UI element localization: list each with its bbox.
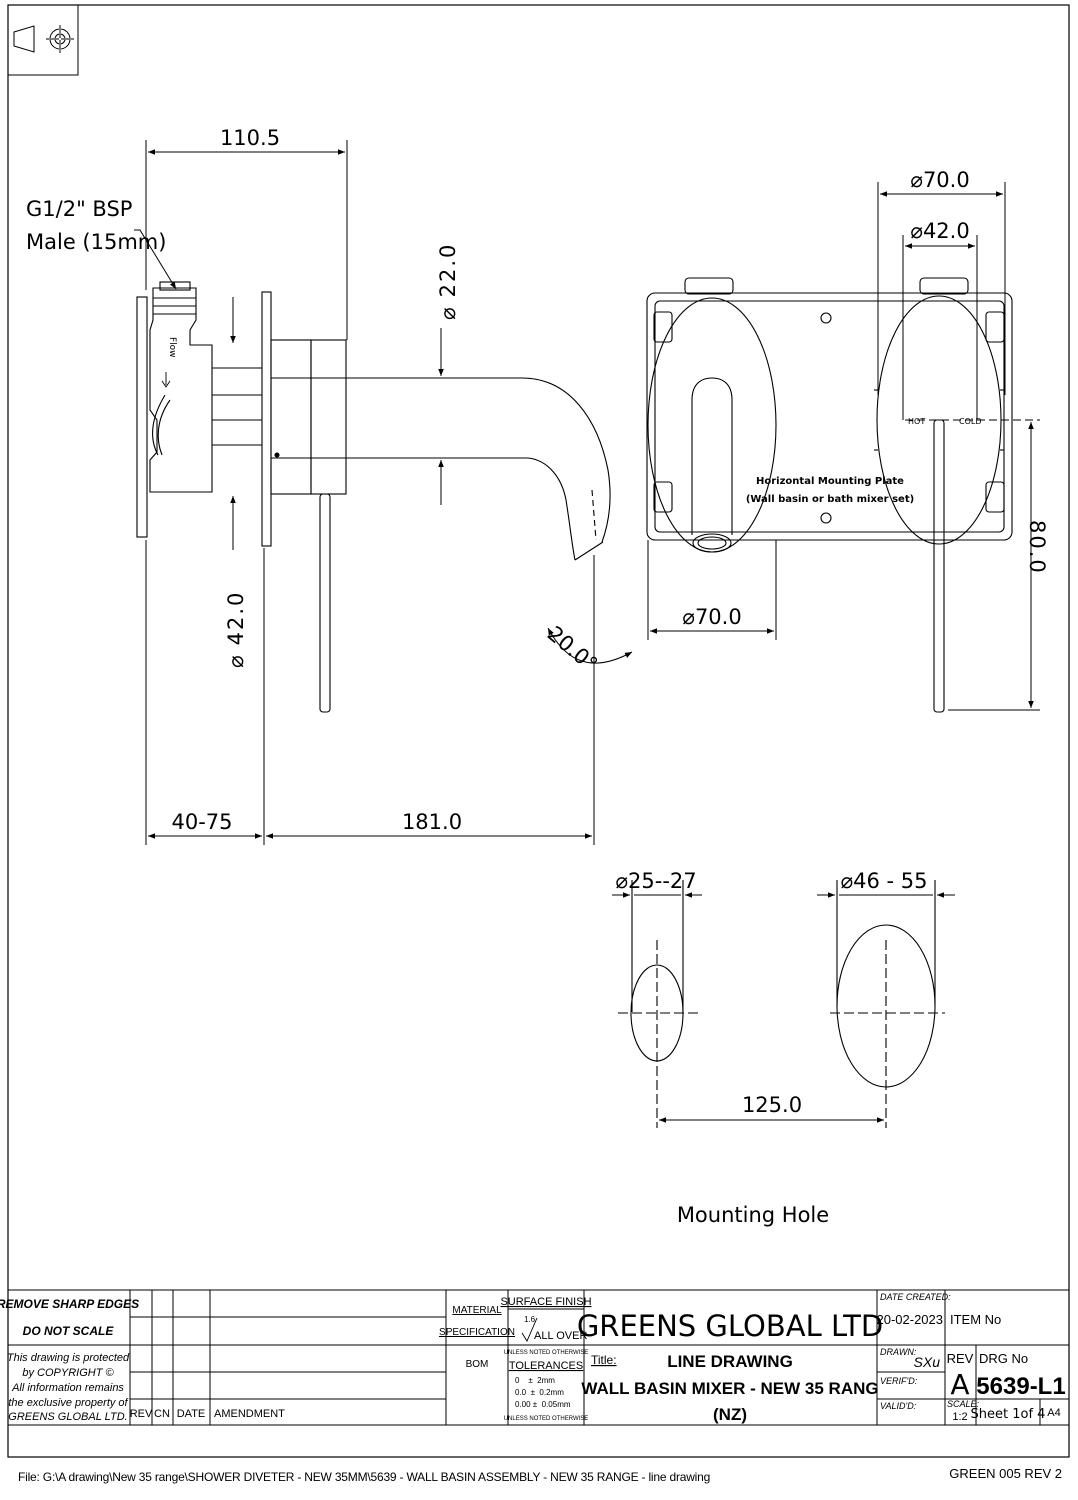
amendment-header: AMENDMENT [214, 1408, 285, 1420]
dim-height-label: 80.0 [1025, 520, 1049, 575]
do-not-scale: DO NOT SCALE [23, 1324, 115, 1338]
material-label: MATERIAL [452, 1305, 502, 1316]
scale-value: 1:2 [952, 1411, 967, 1423]
sheet-value: Sheet 1of 4 [971, 1407, 1046, 1422]
plate-label-line2: (Wall basin or bath mixer set) [746, 494, 914, 505]
tolerance-row-1: 0 ± 2mm [515, 1376, 555, 1385]
dim-hole-spacing-label: 125.0 [742, 1093, 802, 1117]
title-line-1: LINE DRAWING [667, 1352, 793, 1371]
cn-header: CN [154, 1408, 170, 1420]
drg-no-label: DRG No [979, 1351, 1028, 1366]
dim-110-5 [145, 140, 348, 340]
valid-label: VALID'D: [880, 1401, 917, 1411]
title-block-grid [8, 1289, 1069, 1426]
dim-plate-dia [877, 182, 1006, 420]
dim-body-dia-label: ⌀42.0 [224, 591, 248, 668]
item-no-label: ITEM No [950, 1312, 1001, 1327]
drg-no-value: 5639-L1 [976, 1373, 1065, 1400]
remove-sharp-edges: REMOVE SHARP EDGES [0, 1297, 139, 1311]
drawn-value: SXu [914, 1354, 941, 1370]
dim-angle-label: 20.0° [543, 621, 602, 676]
side-view [136, 281, 611, 713]
tolerance-row-2: 0.0 ± 0.2mm [515, 1388, 564, 1397]
dim-wall-range-label: 40-75 [171, 810, 232, 834]
thread-leader [134, 229, 177, 290]
flow-arrow-icon [161, 372, 171, 388]
copyright-line-3: All information remains [11, 1382, 124, 1394]
unless-noted-2: UNLESS NOTED OTHERWISE [504, 1416, 589, 1422]
copyright-line-5: GREENS GLOBAL LTD. [8, 1411, 127, 1423]
rev-value: A [950, 1368, 969, 1401]
roughness-icon [521, 1317, 538, 1342]
dim-hole-small-label: ⌀25--27 [615, 869, 696, 893]
scale-label: SCALE: [947, 1399, 980, 1409]
roughness-value: 1.6 [524, 1315, 536, 1324]
projection-symbol [7, 4, 79, 76]
sheet-border [7, 4, 1070, 1458]
rev-header: REV [130, 1408, 153, 1420]
mounting-hole-caption: Mounting Hole [677, 1203, 829, 1227]
tolerance-row-3: 0.00 ± 0.05mm [515, 1400, 571, 1409]
copyright-line-4: the exclusive property of [8, 1397, 128, 1409]
title-line-3: (NZ) [713, 1405, 747, 1424]
thread-spec-line2: Male (15mm) [26, 230, 166, 254]
mounting-holes [612, 880, 955, 1128]
dim-plate-dia-inner-label: ⌀42.0 [910, 219, 969, 243]
date-header: DATE [177, 1408, 206, 1420]
verified-label: VERIF'D: [880, 1376, 918, 1386]
cold-label: COLD [959, 417, 982, 426]
title-label: Title: [591, 1353, 617, 1367]
drawn-label: DRAWN: [880, 1347, 917, 1357]
flow-label: Flow [167, 337, 177, 358]
file-path: File: G:\A drawing\New 35 range\SHOWER D… [18, 1470, 711, 1484]
copyright-line-1: This drawing is protected [7, 1352, 130, 1364]
front-view [646, 277, 1040, 713]
date-created-value: 20-02-2023 [877, 1312, 944, 1327]
dim-spout-dia-label: ⌀22.0 [436, 243, 460, 320]
dim-angle-arc [547, 627, 633, 664]
date-created-label: DATE CREATED: [880, 1292, 951, 1302]
dim-front-plate-label: ⌀70.0 [682, 605, 741, 629]
material-value: BOM [466, 1359, 489, 1370]
dim-hole-large-label: ⌀46 - 55 [840, 869, 927, 893]
dim-front-plate [647, 540, 777, 640]
hot-label: HOT [908, 417, 925, 426]
tolerances-label: TOLERANCES [509, 1360, 583, 1372]
dim-top-width-label: 110.5 [220, 126, 280, 150]
all-over-label: ALL OVER [534, 1330, 587, 1342]
copyright-line-2: by COPYRIGHT © [22, 1367, 114, 1379]
thread-spec-line1: G1/2" BSP [26, 197, 132, 221]
dim-reach-label: 181.0 [402, 810, 462, 834]
plate-label-line1: Horizontal Mounting Plate [756, 476, 904, 487]
dim-bottom [145, 540, 595, 845]
unless-noted-1: UNLESS NOTED OTHERWISE [504, 1350, 589, 1356]
surface-finish-label: SURFACE FINISH [500, 1296, 591, 1308]
rev-label: REV [947, 1351, 974, 1366]
dim-height [948, 422, 1040, 711]
company-name: GREENS GLOBAL LTD [577, 1309, 883, 1343]
paper-size: A4 [1047, 1407, 1060, 1419]
title-line-2: WALL BASIN MIXER - NEW 35 RANG [581, 1379, 878, 1398]
dim-plate-dia-outer-label: ⌀70.0 [910, 168, 969, 192]
form-reference: GREEN 005 REV 2 [949, 1466, 1062, 1481]
specification-label: SPECIFICATION [439, 1327, 515, 1338]
